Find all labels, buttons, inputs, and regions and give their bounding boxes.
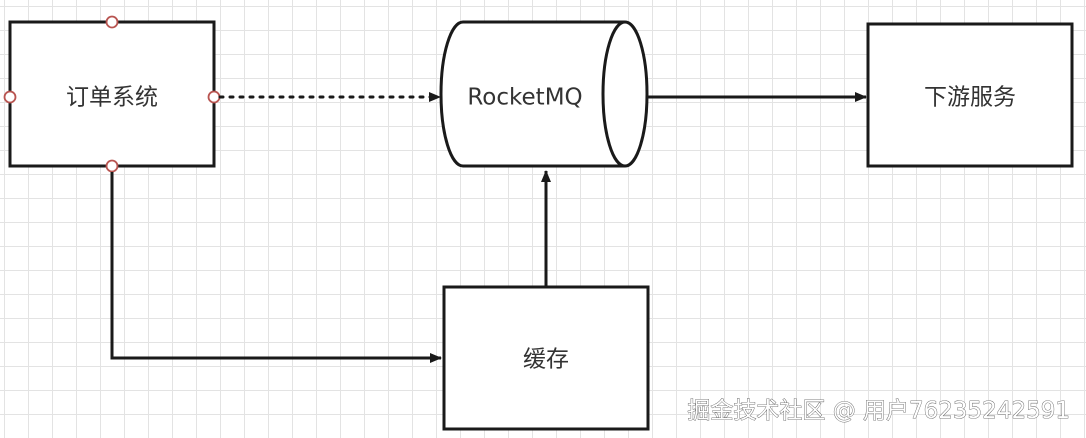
order-system-node[interactable]: 订单系统 bbox=[8, 20, 216, 168]
downstream-service-label: 下游服务 bbox=[924, 85, 1016, 111]
edge-order-to-cache[interactable] bbox=[110, 172, 442, 363]
cache-node[interactable]: 缓存 bbox=[442, 285, 650, 431]
rocketmq-node[interactable]: RocketMQ bbox=[439, 20, 649, 168]
handle-bottom[interactable] bbox=[105, 159, 119, 173]
handle-left[interactable] bbox=[3, 90, 17, 104]
handle-right[interactable] bbox=[207, 90, 221, 104]
order-system-label: 订单系统 bbox=[66, 85, 158, 111]
rocketmq-label: RocketMQ bbox=[467, 85, 582, 111]
downstream-service-node[interactable]: 下游服务 bbox=[866, 22, 1074, 168]
watermark-text: 掘金技术社区 @ 用户76235242591 bbox=[687, 398, 1070, 424]
handle-top[interactable] bbox=[105, 15, 119, 29]
cache-label: 缓存 bbox=[523, 347, 569, 373]
